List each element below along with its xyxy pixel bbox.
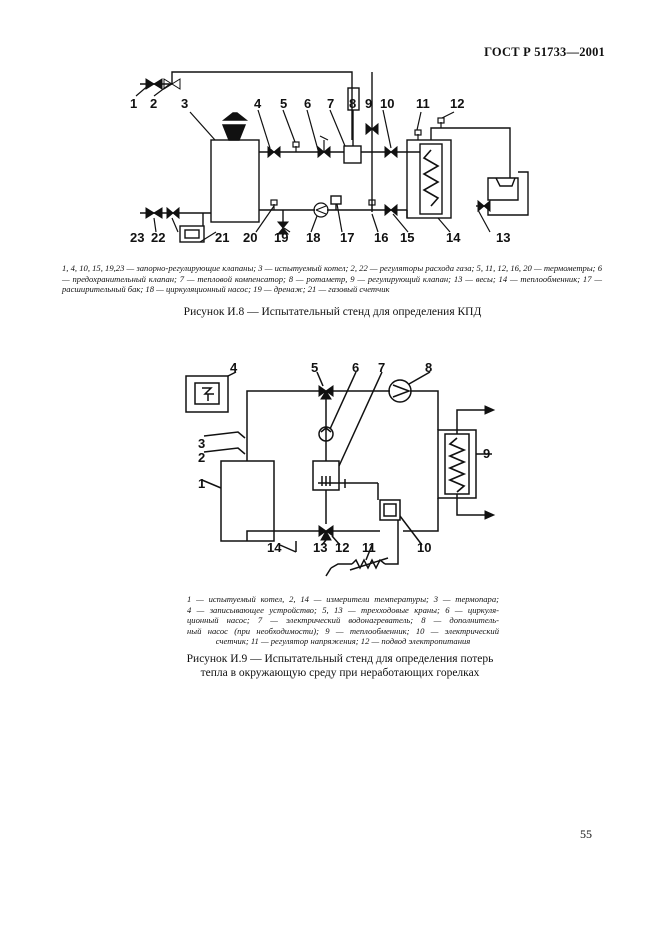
fig8-label-13: 13	[496, 230, 510, 245]
fig8-label-6: 6	[304, 96, 311, 111]
fig9-label-3: 3	[198, 436, 205, 451]
fig9-label-7: 7	[378, 360, 385, 375]
figure-9-caption-line-2: тепла в окружающую среду при неработающи…	[200, 667, 480, 679]
fig8-label-8: 8	[349, 96, 356, 111]
fig8-label-10: 10	[380, 96, 394, 111]
fig9-label-13: 13	[313, 540, 327, 555]
legend-line: счетчик; 11 — регулятор напряжения; 12 —…	[215, 636, 471, 647]
standard-header: ГОСТ Р 51733—2001	[484, 45, 605, 59]
fig8-label-1: 1	[130, 96, 137, 111]
legend-line: ционный насос; 7 — электрический водонаг…	[187, 615, 499, 626]
fig9-label-4: 4	[230, 360, 238, 375]
figure-9-legend: 1 — испытуемый котел, 2, 14 — измерители…	[187, 594, 499, 647]
fig9-label-1: 1	[198, 476, 205, 491]
fig9-label-12: 12	[335, 540, 349, 555]
fig8-label-7: 7	[327, 96, 334, 111]
fig8-label-21: 21	[215, 230, 229, 245]
figure-8-legend: 1, 4, 10, 15, 19,23 — запорно-регулирующ…	[62, 263, 602, 295]
fig8-label-16: 16	[374, 230, 388, 245]
fig9-label-8: 8	[425, 360, 432, 375]
figure-8-caption: Рисунок И.8 — Испытательный стенд для оп…	[183, 306, 482, 318]
fig8-label-3: 3	[181, 96, 188, 111]
legend-line: 4 — записывающее устройство; 5, 13 — тре…	[187, 604, 499, 615]
fig8-label-22: 22	[151, 230, 165, 245]
fig9-label-2: 2	[198, 450, 205, 465]
fig8-label-15: 15	[400, 230, 414, 245]
fig9-label-11: 11	[362, 540, 376, 555]
fig9-label-10: 10	[417, 540, 431, 555]
fig8-label-12: 12	[450, 96, 464, 111]
figure-9-caption-line-1: Рисунок И.9 — Испытательный стенд для оп…	[186, 653, 494, 665]
fig8-label-14: 14	[446, 230, 461, 245]
legend-line: 1 — испытуемый котел, 2, 14 — измерители…	[187, 594, 499, 604]
fig8-label-20: 20	[243, 230, 257, 245]
fig9-label-9: 9	[483, 446, 490, 461]
fig8-label-9: 9	[365, 96, 372, 111]
fig8-label-17: 17	[340, 230, 354, 245]
figure-9-caption: Рисунок И.9 — Испытательный стенд для оп…	[140, 652, 540, 680]
page-number: 55	[580, 827, 592, 841]
fig8-label-5: 5	[280, 96, 287, 111]
fig8-label-11: 11	[416, 96, 430, 111]
fig8-label-18: 18	[306, 230, 320, 245]
fig9-label-5: 5	[311, 360, 318, 375]
fig9-label-14: 14	[267, 540, 282, 555]
fig8-label-2: 2	[150, 96, 157, 111]
legend-line: ный насос (при необходимости); 9 — тепло…	[187, 625, 499, 636]
fig8-label-4: 4	[254, 96, 262, 111]
fig8-label-19: 19	[274, 230, 288, 245]
fig8-label-23: 23	[130, 230, 144, 245]
fig9-label-6: 6	[352, 360, 359, 375]
